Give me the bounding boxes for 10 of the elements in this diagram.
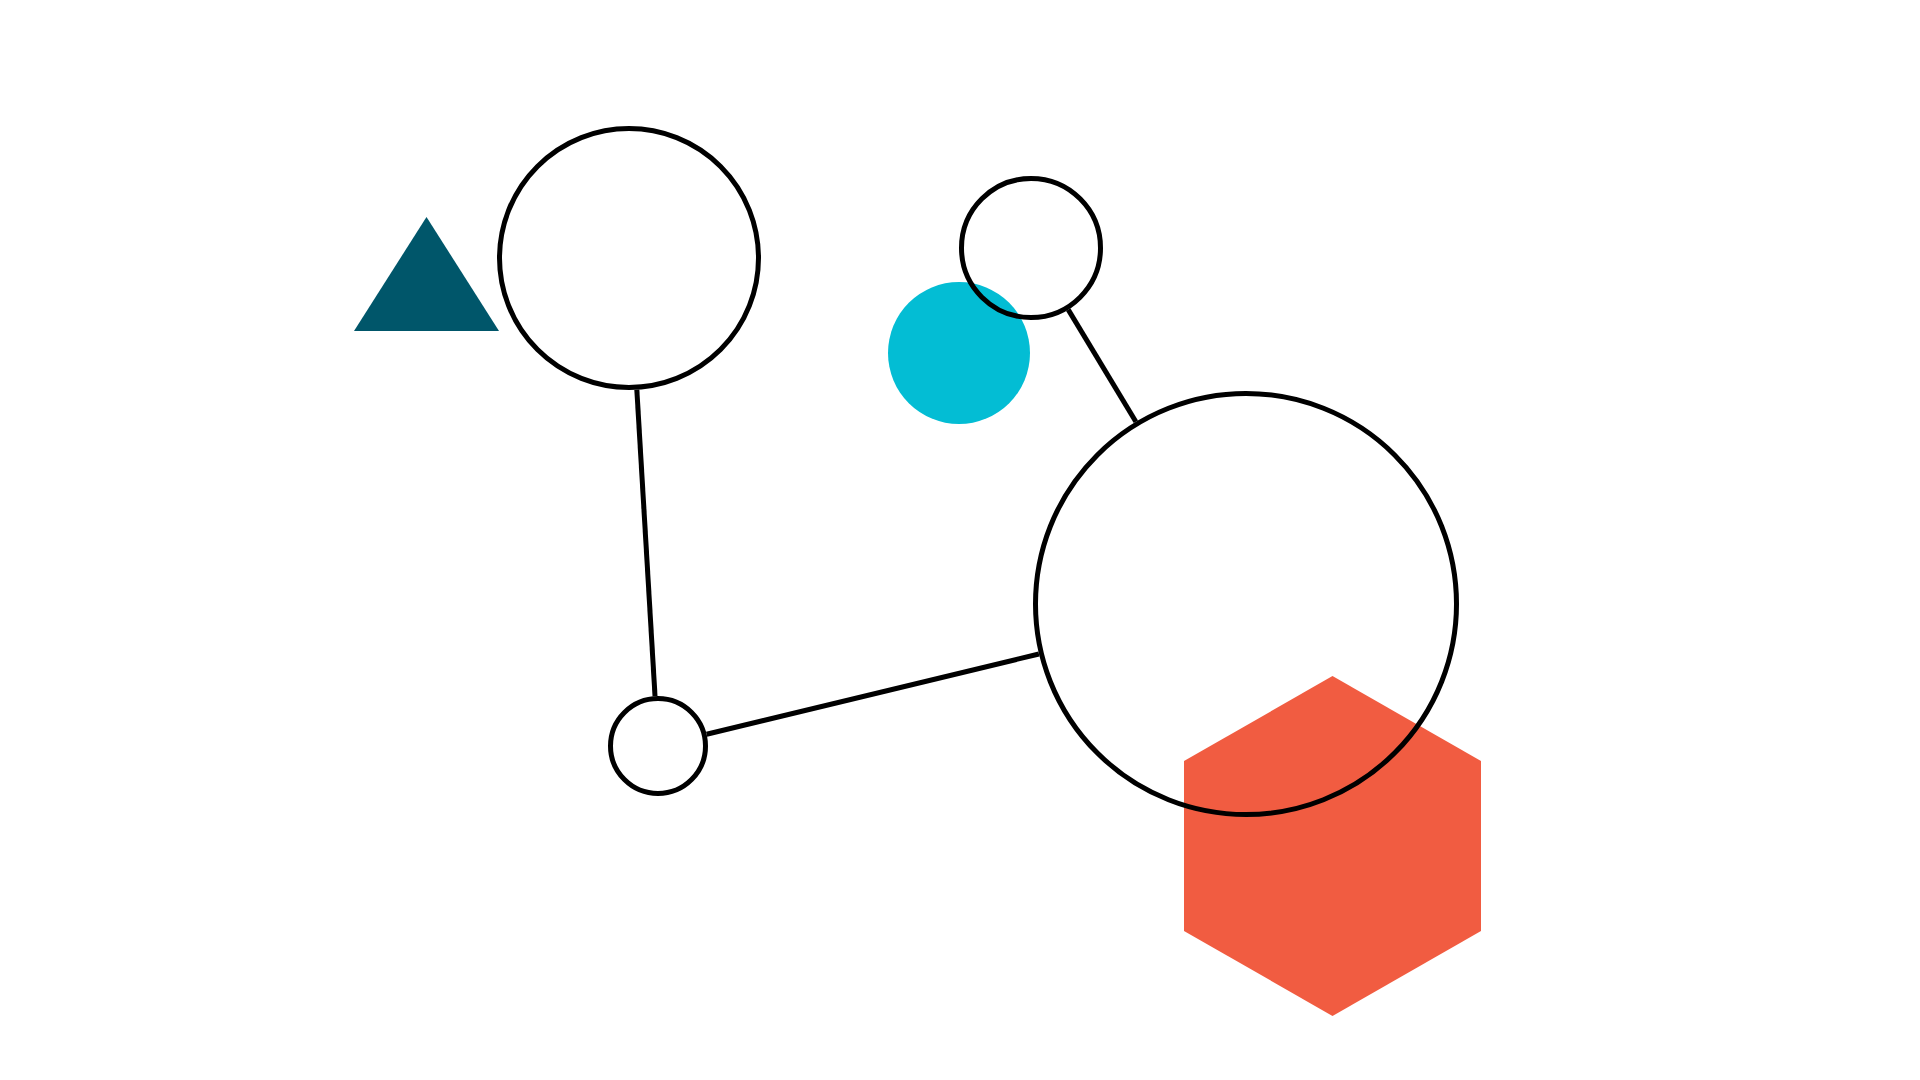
circle-node	[608, 696, 708, 796]
triangle	[354, 217, 499, 331]
connector-line	[634, 389, 658, 697]
hexagon	[1184, 676, 1481, 1016]
filled-circle	[888, 282, 1030, 424]
circle-node	[959, 176, 1103, 320]
circle-node	[1033, 391, 1459, 817]
circle-node	[497, 126, 761, 390]
connector-line	[706, 651, 1040, 737]
connector-line	[1066, 308, 1139, 423]
